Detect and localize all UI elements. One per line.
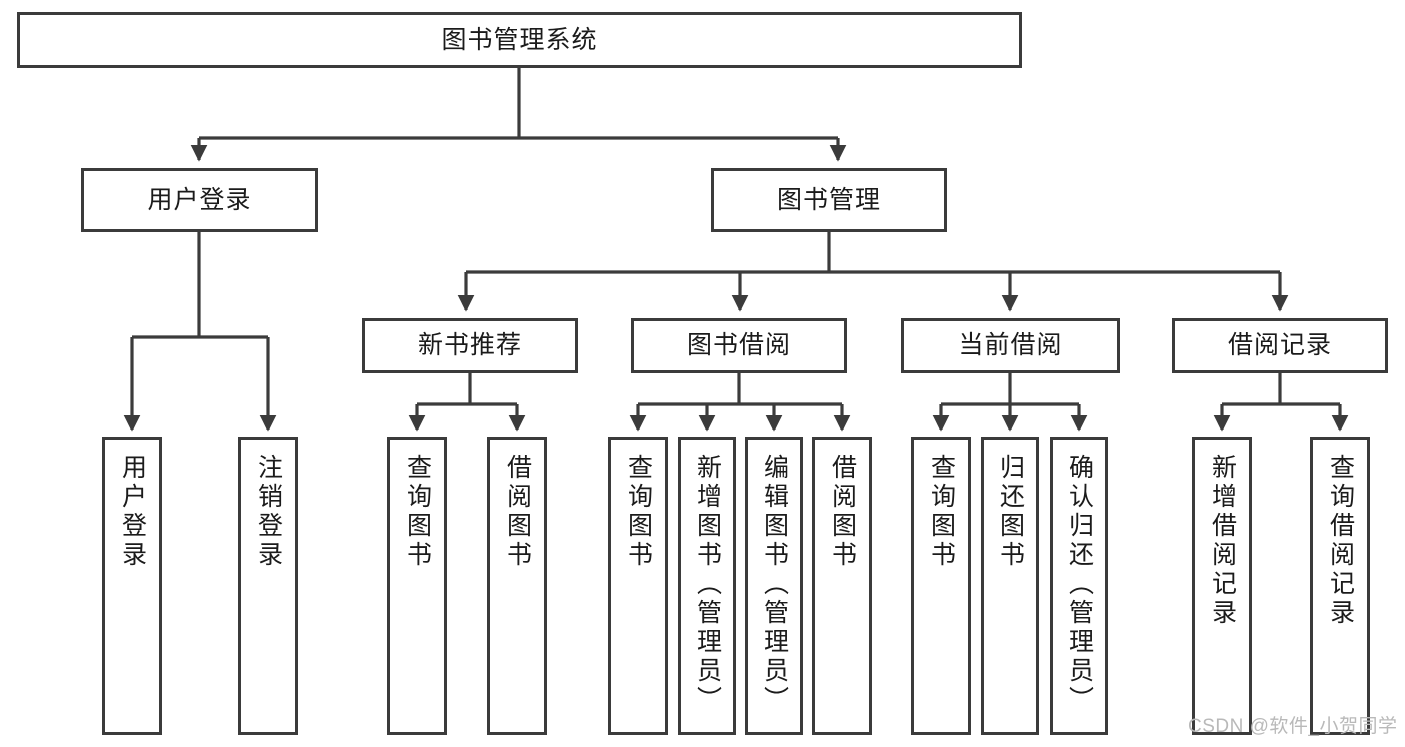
leaf-edit-book-admin[interactable]: 编辑图书（管理员） xyxy=(745,437,803,735)
node-root-book-management-system[interactable]: 图书管理系统 xyxy=(17,12,1022,68)
csdn-watermark: CSDN @软件_小贺同学 xyxy=(1188,716,1398,737)
node-label: 查询借阅记录 xyxy=(1326,454,1355,628)
node-label: 用户登录 xyxy=(118,454,147,570)
node-borrow-records[interactable]: 借阅记录 xyxy=(1172,318,1388,373)
node-label: 编辑图书（管理员） xyxy=(760,454,789,715)
leaf-add-book-admin[interactable]: 新增图书（管理员） xyxy=(678,437,736,735)
node-new-book-recommend[interactable]: 新书推荐 xyxy=(362,318,578,373)
leaf-query-book-recommend[interactable]: 查询图书 xyxy=(387,437,447,735)
leaf-borrow-book-recommend[interactable]: 借阅图书 xyxy=(487,437,547,735)
leaf-query-borrow-record[interactable]: 查询借阅记录 xyxy=(1310,437,1370,735)
node-label: 新书推荐 xyxy=(417,331,522,360)
leaf-return-book[interactable]: 归还图书 xyxy=(981,437,1039,735)
node-user-login[interactable]: 用户登录 xyxy=(81,168,318,232)
node-label: 借阅图书 xyxy=(828,454,857,570)
leaf-query-book-current[interactable]: 查询图书 xyxy=(911,437,971,735)
node-current-borrow[interactable]: 当前借阅 xyxy=(901,318,1120,373)
leaf-user-login[interactable]: 用户登录 xyxy=(102,437,162,735)
node-label: 当前借阅 xyxy=(958,331,1063,360)
node-label: 用户登录 xyxy=(147,185,252,214)
node-label: 归还图书 xyxy=(996,454,1025,570)
leaf-confirm-return-admin[interactable]: 确认归还（管理员） xyxy=(1050,437,1108,735)
node-label: 新增借阅记录 xyxy=(1208,454,1237,628)
node-book-borrow[interactable]: 图书借阅 xyxy=(631,318,847,373)
node-label: 新增图书（管理员） xyxy=(693,454,722,715)
node-label: 注销登录 xyxy=(254,454,283,570)
node-label: 图书管理 xyxy=(776,185,881,214)
leaf-logout[interactable]: 注销登录 xyxy=(238,437,298,735)
leaf-borrow-book[interactable]: 借阅图书 xyxy=(812,437,872,735)
node-label: 确认归还（管理员） xyxy=(1065,454,1094,715)
leaf-query-book-borrow[interactable]: 查询图书 xyxy=(608,437,668,735)
node-label: 借阅记录 xyxy=(1227,331,1332,360)
node-label: 图书管理系统 xyxy=(441,25,598,54)
node-label: 查询图书 xyxy=(927,454,956,570)
leaf-add-borrow-record[interactable]: 新增借阅记录 xyxy=(1192,437,1252,735)
node-label: 图书借阅 xyxy=(686,331,791,360)
node-label: 查询图书 xyxy=(403,454,432,570)
node-label: 借阅图书 xyxy=(503,454,532,570)
node-label: 查询图书 xyxy=(624,454,653,570)
node-book-management[interactable]: 图书管理 xyxy=(711,168,947,232)
